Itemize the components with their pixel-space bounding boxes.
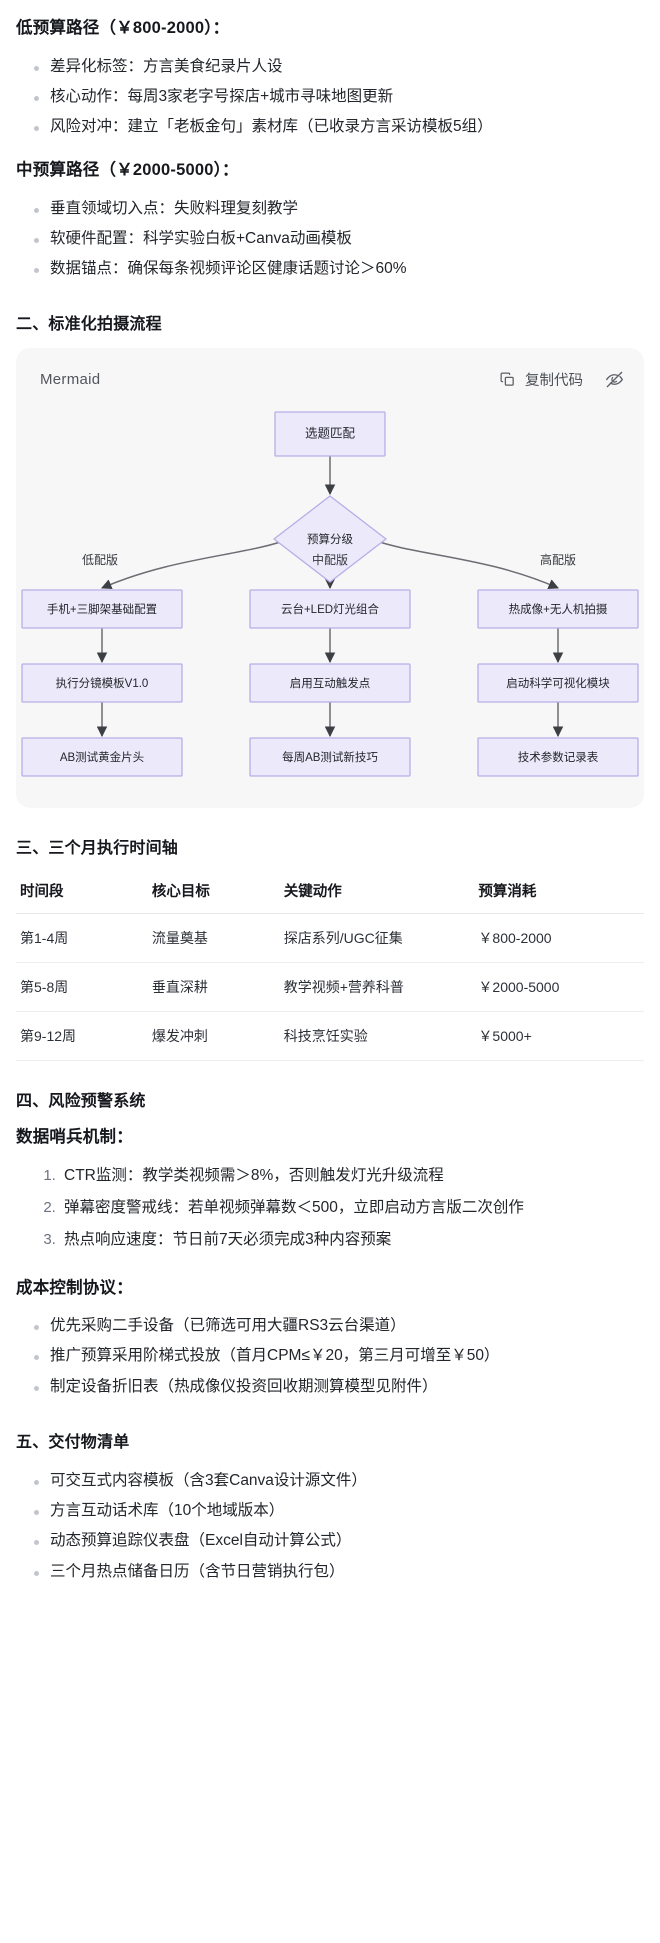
table-row: 第5-8周 垂直深耕 教学视频+营养科普 ￥2000-5000 [16, 962, 644, 1013]
mermaid-toolbar: Mermaid 复制代码 [16, 366, 644, 392]
section-two-heading: 二、标准化拍摄流程 [16, 316, 162, 334]
list-item: 核心动作：每周3家老字号探店+城市寻味地图更新 [16, 82, 644, 112]
node-mid3: 每周AB测试新技巧 [249, 737, 411, 778]
list-item: 弹幕密度警戒线：若单视频弹幕数＜500，立即启动方言版二次创作 [60, 1193, 638, 1223]
node-high1: 热成像+无人机拍摄 [477, 589, 639, 630]
col-action: 关键动作 [279, 872, 475, 915]
mermaid-card: Mermaid 复制代码 [16, 348, 644, 809]
cost-heading: 成本控制协议： [16, 1278, 133, 1297]
cell-goal: 流量奠基 [147, 913, 280, 964]
sentinel-list: CTR监测：教学类视频需＞8%，否则触发灯光升级流程 弹幕密度警戒线：若单视频弹… [16, 1161, 644, 1256]
list-item: 软硬件配置：科学实验白板+Canva动画模板 [16, 224, 644, 254]
list-item: 垂直领域切入点：失败料理复刻教学 [16, 194, 644, 224]
node-mid2: 启用互动触发点 [249, 663, 411, 704]
list-item: 可交互式内容模板（含3套Canva设计源文件） [16, 1466, 644, 1496]
node-grade: 预算分级 [272, 495, 388, 584]
document-page: 低预算路径（￥800-2000）： 差异化标签：方言美食纪录片人设 核心动作：每… [0, 16, 660, 1629]
node-start: 选题匹配 [274, 411, 386, 458]
mermaid-actions: 复制代码 [499, 369, 624, 390]
low-budget-block: 低预算路径（￥800-2000）： 差异化标签：方言美食纪录片人设 核心动作：每… [0, 16, 660, 334]
table-row: 第9-12周 爆发冲刺 科技烹饪实验 ￥5000+ [16, 1011, 644, 1062]
node-high2-label: 启动科学可视化模块 [506, 676, 610, 690]
cost-list: 优先采购二手设备（已筛选可用大疆RS3云台渠道） 推广预算采用阶梯式投放（首月C… [16, 1311, 644, 1402]
list-item: 动态预算追踪仪表盘（Excel自动计算公式） [16, 1526, 644, 1556]
copy-code-button[interactable]: 复制代码 [499, 369, 583, 390]
node-low3: AB测试黄金片头 [21, 737, 183, 778]
cell-budget: ￥5000+ [474, 1011, 644, 1062]
node-start-label: 选题匹配 [305, 427, 356, 441]
cell-action: 教学视频+营养科普 [279, 962, 475, 1013]
section-five-heading: 五、交付物清单 [16, 1433, 130, 1451]
cell-goal: 爆发冲刺 [147, 1011, 280, 1062]
timeline-block: 三、三个月执行时间轴 时间段 核心目标 关键动作 预算消耗 第1-4周 流量奠基… [0, 834, 660, 1586]
edge-label-low: 低配版 [82, 553, 118, 567]
edge-grade-high1 [367, 537, 559, 590]
copy-code-label: 复制代码 [525, 372, 583, 389]
cell-goal: 垂直深耕 [147, 962, 280, 1013]
node-mid1: 云台+LED灯光组合 [249, 589, 411, 630]
list-item: 热点响应速度：节日前7天必须完成3种内容预案 [60, 1225, 638, 1255]
list-item: CTR监测：教学类视频需＞8%，否则触发灯光升级流程 [60, 1161, 638, 1191]
mermaid-title: Mermaid [40, 370, 101, 388]
node-mid2-label: 启用互动触发点 [290, 676, 371, 690]
timeline-table: 时间段 核心目标 关键动作 预算消耗 第1-4周 流量奠基 探店系列/UGC征集… [16, 872, 644, 1062]
low-budget-heading: 低预算路径（￥800-2000）： [16, 19, 230, 37]
section-three-heading: 三、三个月执行时间轴 [16, 840, 179, 858]
mid-budget-list: 垂直领域切入点：失败料理复刻教学 软硬件配置：科学实验白板+Canva动画模板 … [16, 194, 644, 285]
cell-period: 第1-4周 [16, 913, 148, 964]
eye-off-icon[interactable] [605, 370, 624, 389]
node-low1-label: 手机+三脚架基础配置 [47, 602, 157, 616]
cell-action: 科技烹饪实验 [279, 1011, 475, 1062]
cell-period: 第9-12周 [16, 1011, 148, 1062]
list-item: 方言互动话术库（10个地域版本） [16, 1496, 644, 1526]
col-goal: 核心目标 [147, 872, 280, 915]
flowchart-diagram: 选题匹配 预算分级 低配版 中配版 高配版 手机+三脚架基础配置 [16, 406, 644, 786]
list-item: 差异化标签：方言美食纪录片人设 [16, 52, 644, 82]
list-item: 数据锚点：确保每条视频评论区健康话题讨论＞60% [16, 254, 644, 284]
node-high2: 启动科学可视化模块 [477, 663, 639, 704]
edge-label-high: 高配版 [540, 552, 576, 567]
sentinel-heading: 数据哨兵机制： [16, 1128, 133, 1147]
col-period: 时间段 [16, 872, 148, 915]
node-low1: 手机+三脚架基础配置 [21, 589, 183, 630]
list-item: 推广预算采用阶梯式投放（首月CPM≤￥20，第三月可增至￥50） [16, 1341, 644, 1371]
node-low2-label: 执行分镜模板V1.0 [56, 676, 149, 690]
node-high3-label: 技术参数记录表 [518, 750, 599, 764]
low-budget-list: 差异化标签：方言美食纪录片人设 核心动作：每周3家老字号探店+城市寻味地图更新 … [16, 52, 644, 143]
node-low2: 执行分镜模板V1.0 [21, 663, 183, 704]
node-mid3-label: 每周AB测试新技巧 [282, 750, 378, 764]
list-item: 制定设备折旧表（热成像仪投资回收期测算模型见附件） [16, 1372, 644, 1402]
table-row: 第1-4周 流量奠基 探店系列/UGC征集 ￥800-2000 [16, 913, 644, 964]
col-budget: 预算消耗 [474, 872, 644, 915]
list-item: 风险对冲：建立「老板金句」素材库（已收录方言采访模板5组） [16, 112, 644, 142]
cell-action: 探店系列/UGC征集 [279, 913, 475, 964]
node-grade-label: 预算分级 [307, 532, 353, 546]
edge-grade-low1 [101, 537, 293, 590]
cell-budget: ￥2000-5000 [474, 962, 644, 1013]
node-high1-label: 热成像+无人机拍摄 [509, 602, 608, 616]
node-high3: 技术参数记录表 [477, 737, 639, 778]
node-low3-label: AB测试黄金片头 [60, 750, 144, 764]
cell-period: 第5-8周 [16, 962, 148, 1013]
section-four-heading: 四、风险预警系统 [16, 1093, 146, 1111]
deliverables-list: 可交互式内容模板（含3套Canva设计源文件） 方言互动话术库（10个地域版本）… [16, 1466, 644, 1587]
mid-budget-heading: 中预算路径（￥2000-5000）： [16, 161, 239, 180]
node-mid1-label: 云台+LED灯光组合 [281, 602, 380, 616]
table-header-row: 时间段 核心目标 关键动作 预算消耗 [16, 872, 644, 915]
edge-label-mid: 中配版 [312, 552, 348, 567]
cell-budget: ￥800-2000 [474, 913, 644, 964]
list-item: 三个月热点储备日历（含节日营销执行包） [16, 1557, 644, 1587]
list-item: 优先采购二手设备（已筛选可用大疆RS3云台渠道） [16, 1311, 644, 1341]
copy-icon [499, 371, 516, 388]
